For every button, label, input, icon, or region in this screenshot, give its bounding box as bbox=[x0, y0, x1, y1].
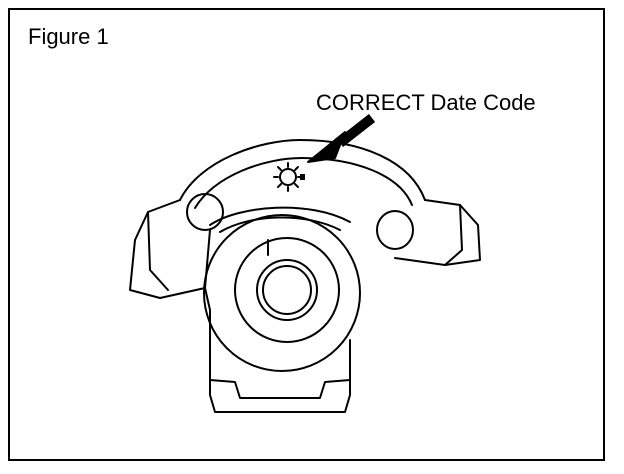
callout-label: CORRECT Date Code bbox=[316, 90, 536, 115]
pedestal-foot bbox=[209, 379, 351, 399]
arm-left-wing-edge bbox=[147, 211, 169, 291]
arm-right-wing bbox=[394, 199, 481, 266]
arm-left-wing bbox=[129, 199, 211, 299]
sun-dial-icon bbox=[273, 162, 305, 192]
pedestal-body bbox=[209, 309, 351, 413]
figure-title: Figure 1 bbox=[28, 24, 109, 49]
fulcrum-ridge bbox=[209, 206, 351, 226]
figure-frame bbox=[8, 8, 605, 461]
fulcrum-inner-ring bbox=[256, 259, 318, 321]
arm-right-wing-edge bbox=[444, 204, 463, 266]
arrow-icon bbox=[307, 114, 376, 163]
left-hole bbox=[186, 193, 224, 231]
arm-upper-body-inner bbox=[194, 157, 413, 209]
fulcrum-outer-ring bbox=[203, 214, 361, 372]
pedestal-left-web bbox=[204, 287, 211, 311]
arm-upper-body bbox=[179, 139, 426, 201]
fulcrum-mid-ring bbox=[234, 237, 340, 343]
fulcrum-bore bbox=[262, 265, 312, 315]
right-hole bbox=[376, 210, 414, 250]
fulcrum-ridge-inner bbox=[219, 216, 341, 233]
